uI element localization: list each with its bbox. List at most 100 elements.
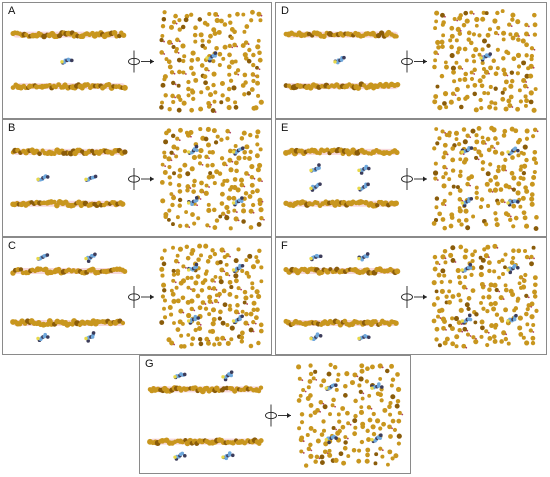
panel-b-drawing	[10, 126, 265, 231]
ion	[391, 427, 393, 430]
lipid-headgroup	[233, 273, 239, 279]
molecule-atom	[84, 336, 88, 341]
lipid-headgroup	[434, 337, 439, 342]
lipid-headgroup	[433, 94, 439, 99]
lipid-headgroup	[202, 74, 208, 79]
lipid-headgroup	[508, 32, 513, 37]
lipid-headgroup	[162, 10, 167, 15]
lipid-headgroup	[239, 136, 245, 141]
lipid-headgroup	[216, 29, 222, 35]
molecule-atom	[240, 146, 245, 151]
lipid-headgroup	[494, 222, 500, 228]
lipid-headgroup	[220, 93, 225, 98]
lipid-headgroup	[442, 273, 447, 278]
lipid-headgroup	[169, 288, 174, 293]
lipid-headgroup	[515, 190, 521, 196]
molecule-atom	[468, 266, 473, 270]
lipid-headgroup	[480, 47, 485, 52]
lipid-headgroup	[457, 141, 462, 147]
rotation-arrow-icon	[128, 50, 154, 73]
lipid-headgroup	[493, 325, 498, 330]
lipid-headgroup	[250, 286, 255, 291]
lipid-headgroup	[212, 181, 217, 186]
lipid-headgroup	[450, 258, 456, 263]
lipid-headgroup	[163, 315, 168, 320]
membrane-sheet-upper	[283, 146, 400, 157]
ion	[184, 73, 187, 75]
lipid-headgroup	[323, 441, 329, 447]
lipid-headgroup	[244, 144, 250, 150]
lipid-headgroup	[226, 86, 232, 92]
lipid-headgroup	[529, 261, 534, 267]
lipid-headgroup	[189, 251, 195, 256]
lipid-headgroup	[530, 335, 536, 341]
lipid-headgroup	[489, 144, 494, 149]
lipid-headgroup	[189, 166, 195, 172]
lipid-headgroup	[469, 174, 475, 180]
lipid-headgroup	[37, 151, 42, 157]
lipid-headgroup	[521, 210, 527, 216]
lipid-headgroup	[210, 162, 215, 168]
lipid-headgroup	[440, 44, 445, 49]
ion	[243, 185, 246, 188]
lipid-headgroup	[522, 144, 528, 150]
ion	[456, 19, 459, 22]
lipid-headgroup	[392, 427, 398, 433]
lipid-headgroup	[328, 362, 333, 367]
molecule-atom	[512, 317, 517, 322]
lipid-headgroup	[524, 188, 530, 194]
lipid-headgroup	[322, 449, 328, 455]
ion	[163, 53, 166, 55]
lipid-headgroup	[506, 212, 511, 217]
molecule-atom	[182, 453, 187, 458]
lipid-headgroup	[524, 293, 529, 298]
lipid-headgroup	[395, 386, 402, 392]
molecule	[36, 174, 50, 182]
lipid-headgroup	[481, 10, 486, 15]
ion	[177, 261, 180, 264]
lipid-headgroup	[385, 368, 390, 374]
lipid-headgroup	[393, 453, 399, 459]
ion	[228, 274, 231, 277]
molecule-atom	[364, 164, 369, 169]
lipid-headgroup	[506, 341, 511, 346]
ion	[252, 330, 255, 333]
panel-label: E	[281, 122, 289, 134]
lipid-headgroup	[470, 265, 476, 271]
lipid-headgroup	[457, 188, 463, 193]
lipid-headgroup	[449, 215, 455, 220]
ion	[199, 323, 202, 326]
lipid-headgroup	[393, 200, 399, 207]
lipid-headgroup	[511, 175, 517, 181]
lipid-headgroup	[225, 322, 230, 328]
lipid-headgroup	[450, 91, 456, 96]
molecule-atom	[309, 336, 313, 341]
lipid-headgroup	[502, 128, 508, 134]
lipid-headgroup	[487, 104, 493, 110]
molecule-atom	[309, 256, 313, 261]
lipid-headgroup	[160, 82, 166, 88]
lipid-headgroup	[177, 203, 182, 208]
lipid-headgroup	[457, 65, 462, 70]
molecule-atom	[366, 182, 370, 187]
lipid-headgroup	[308, 371, 314, 377]
lipid-headgroup	[450, 341, 456, 347]
lipid-headgroup	[171, 80, 176, 86]
lipid-headgroup	[228, 20, 233, 25]
lipid-headgroup	[219, 247, 225, 253]
lipid-headgroup	[205, 259, 211, 264]
lipid-headgroup	[171, 298, 177, 304]
lipid-headgroup	[456, 320, 462, 325]
lipid-headgroup	[331, 397, 336, 403]
lipid-headgroup	[198, 106, 204, 112]
top-view	[432, 9, 538, 113]
lipid-headgroup	[497, 275, 501, 280]
panel-d-drawing	[283, 9, 538, 113]
lipid-headgroup	[494, 217, 499, 222]
lipid-headgroup	[486, 91, 491, 96]
lipid-headgroup	[247, 156, 252, 161]
lipid-headgroup	[395, 372, 400, 377]
membrane-sheet-upper	[283, 29, 399, 40]
lipid-headgroup	[530, 340, 536, 346]
molecule-atom	[186, 319, 191, 323]
